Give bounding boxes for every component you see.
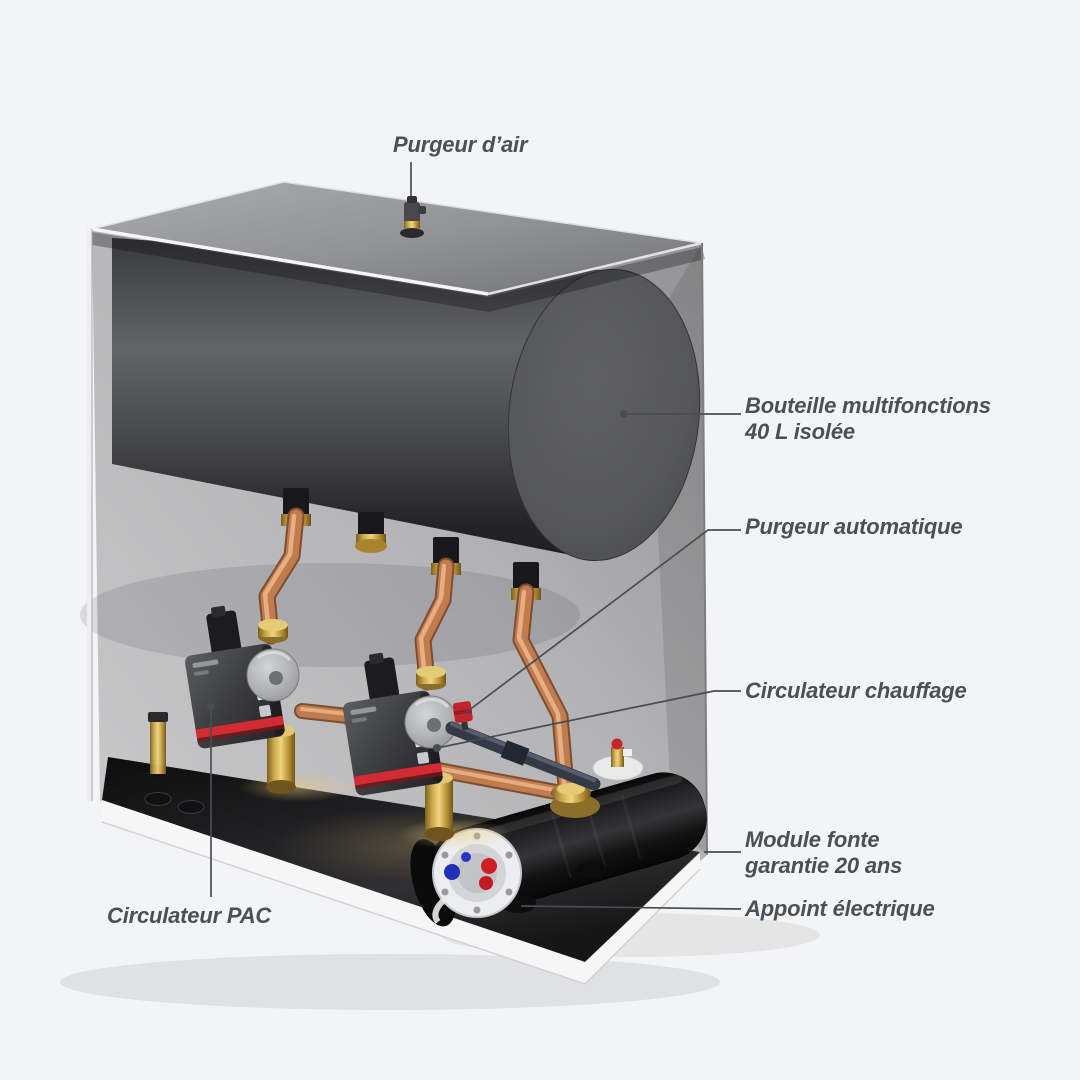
label-circulateur-chauffage: Circulateur chauffage bbox=[745, 678, 967, 704]
module-inlet-fitting bbox=[550, 783, 600, 818]
label-text: Circulateur chauffage bbox=[745, 678, 967, 703]
sensor-duct bbox=[445, 721, 601, 791]
label-bouteille-multifonctions: Bouteille multifonctions 40 L isolée bbox=[745, 393, 991, 445]
wire-blue bbox=[444, 864, 460, 880]
label-purgeur-air: Purgeur d’air bbox=[393, 132, 528, 158]
tank-wall-shadow bbox=[80, 563, 580, 667]
wire-red bbox=[479, 876, 493, 890]
wire-red bbox=[481, 858, 497, 874]
floor-grommet bbox=[144, 792, 172, 806]
label-appoint-electrique: Appoint électrique bbox=[745, 896, 935, 922]
module-air-vent bbox=[592, 738, 644, 781]
wire-blue bbox=[461, 852, 471, 862]
wall-port-fitting bbox=[148, 712, 168, 774]
copper-pipe-middle bbox=[414, 557, 455, 691]
label-text: Bouteille multifonctions bbox=[745, 393, 991, 418]
label-text: Module fonte bbox=[745, 827, 880, 852]
label-purgeur-automatique: Purgeur automatique bbox=[745, 514, 963, 540]
label-text: Circulateur PAC bbox=[107, 903, 272, 928]
lid-shadow bbox=[92, 232, 705, 312]
enclosure-right-edge bbox=[701, 242, 708, 856]
leader-dot bbox=[207, 703, 215, 711]
module-port bbox=[577, 861, 607, 879]
leader-dots bbox=[207, 410, 628, 752]
leader-circulateur-chauffage bbox=[436, 690, 741, 749]
lid-air-vent bbox=[400, 196, 426, 238]
label-module-fonte: Module fonte garantie 20 ans bbox=[745, 827, 902, 879]
label-text: Purgeur d’air bbox=[393, 132, 528, 157]
copper-pipe-right bbox=[512, 583, 575, 795]
tank-port-capped bbox=[355, 512, 387, 553]
floor-grommet bbox=[177, 800, 205, 814]
label-text: 40 L isolée bbox=[745, 419, 855, 444]
leader-dot bbox=[620, 410, 628, 418]
copper-pipe-left bbox=[258, 507, 305, 645]
label-text: garantie 20 ans bbox=[745, 853, 903, 878]
label-text: Purgeur automatique bbox=[745, 514, 963, 539]
label-circulateur-pac: Circulateur PAC bbox=[107, 903, 271, 929]
leader-lines bbox=[210, 162, 742, 910]
leader-dot bbox=[433, 744, 441, 752]
electric-heater-flange bbox=[432, 828, 522, 924]
label-text: Appoint électrique bbox=[745, 896, 935, 921]
enclosure-left-edge bbox=[87, 228, 93, 802]
leader-purgeur-automatique bbox=[463, 529, 741, 715]
buffer-tank bbox=[112, 238, 701, 562]
leader-appoint-electrique bbox=[520, 905, 742, 910]
